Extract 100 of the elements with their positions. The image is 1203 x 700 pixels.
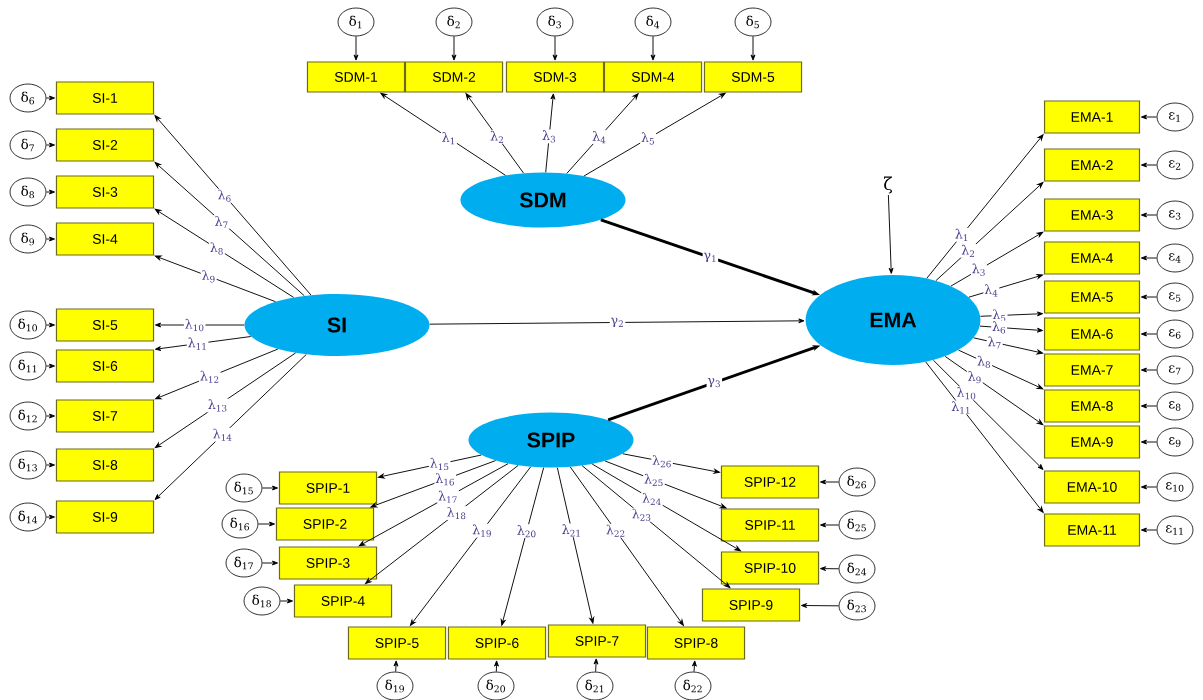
arrow bbox=[950, 231, 1044, 287]
indicator-box: EMA-1 bbox=[1043, 100, 1141, 134]
arrow bbox=[409, 466, 532, 626]
indicator-box: EMA-6 bbox=[1043, 317, 1141, 351]
arrow bbox=[45, 189, 55, 195]
edge-label: λ$_{10}$ bbox=[185, 318, 204, 332]
arrow bbox=[1140, 403, 1158, 409]
arrow bbox=[393, 660, 399, 673]
indicator-box: SI-4 bbox=[55, 222, 155, 256]
edge-label: λ$_{7}$ bbox=[988, 336, 1001, 349]
arrow bbox=[45, 142, 55, 148]
indicator-box: SPIP-12 bbox=[720, 465, 820, 499]
arrow bbox=[45, 462, 55, 468]
indicator-box: EMA-7 bbox=[1043, 353, 1141, 387]
arrow bbox=[154, 162, 305, 297]
edge-label: γ$_{3}$ bbox=[707, 378, 720, 388]
indicator-box: SPIP-5 bbox=[347, 626, 447, 660]
arrow bbox=[45, 322, 55, 328]
edge-label: λ$_{14}$ bbox=[213, 428, 232, 441]
indicator-box: SI-3 bbox=[55, 175, 155, 209]
edge-label: λ$_{10}$ bbox=[957, 387, 976, 400]
arrow bbox=[154, 255, 276, 303]
arrow bbox=[155, 322, 245, 328]
edge-label: λ$_{8}$ bbox=[977, 355, 991, 369]
edge-label: λ$_{6}$ bbox=[218, 189, 231, 202]
edge-label: λ$_{24}$ bbox=[642, 492, 661, 506]
indicator-box: SPIP-2 bbox=[275, 507, 375, 541]
arrow bbox=[377, 454, 482, 479]
indicator-box: SPIP-3 bbox=[278, 546, 378, 580]
indicator-box: SPIP-11 bbox=[720, 508, 820, 542]
arrow bbox=[154, 115, 312, 296]
arrow bbox=[973, 337, 1044, 355]
arrow bbox=[261, 560, 278, 566]
arrow bbox=[465, 93, 524, 174]
arrow bbox=[380, 92, 506, 176]
arrow bbox=[650, 35, 656, 61]
indicator-box: SI-7 bbox=[55, 399, 155, 433]
edge-label: γ$_{2}$ bbox=[611, 317, 623, 328]
edge-label: λ$_{9}$ bbox=[968, 370, 981, 384]
edge-label: λ$_{18}$ bbox=[447, 506, 466, 520]
edge-label: λ$_{6}$ bbox=[992, 321, 1006, 334]
arrow bbox=[154, 352, 296, 449]
indicator-box: SDM-2 bbox=[404, 61, 504, 93]
arrow bbox=[358, 463, 509, 547]
edge-label: λ$_{5}$ bbox=[992, 309, 1006, 322]
edge-label: λ$_{2}$ bbox=[961, 244, 975, 257]
arrow bbox=[1140, 114, 1158, 120]
indicator-box: EMA-2 bbox=[1043, 148, 1141, 182]
arrow bbox=[279, 598, 293, 604]
indicator-box: SI-1 bbox=[55, 81, 155, 115]
edge-label: λ$_{23}$ bbox=[632, 508, 651, 521]
edge-label: λ$_{7}$ bbox=[215, 215, 228, 228]
edge-label: λ$_{26}$ bbox=[652, 455, 671, 468]
arrow bbox=[1140, 527, 1158, 533]
arrow bbox=[500, 467, 545, 626]
edge-label: λ$_{8}$ bbox=[210, 242, 223, 255]
indicator-box: EMA-9 bbox=[1043, 425, 1141, 459]
indicator-box: SDM-5 bbox=[703, 61, 803, 93]
arrow bbox=[556, 467, 595, 624]
arrow bbox=[451, 35, 457, 61]
arrow bbox=[591, 463, 741, 552]
edge-label: γ$_{1}$ bbox=[703, 252, 716, 262]
arrow bbox=[1140, 439, 1158, 445]
edge-label: λ$_{21}$ bbox=[562, 524, 580, 537]
edge-label: λ$_{2}$ bbox=[490, 130, 503, 143]
edge-label: λ$_{13}$ bbox=[208, 399, 227, 412]
arrow bbox=[257, 521, 275, 527]
edge-label: λ$_{22}$ bbox=[606, 524, 625, 537]
arrow bbox=[925, 361, 1044, 513]
arrow bbox=[45, 514, 55, 520]
arrow bbox=[154, 208, 295, 298]
arrow bbox=[261, 485, 278, 491]
edge-label: λ$_{11}$ bbox=[188, 337, 206, 350]
indicator-box: EMA-4 bbox=[1043, 241, 1141, 275]
arrow bbox=[1140, 367, 1158, 373]
arrow bbox=[622, 453, 721, 474]
arrow bbox=[1140, 331, 1158, 337]
edge-label: λ$_{16}$ bbox=[435, 473, 454, 486]
arrow bbox=[552, 35, 558, 61]
edge-label: λ$_{9}$ bbox=[202, 270, 215, 283]
indicator-box: SPIP-7 bbox=[547, 624, 647, 658]
arrow bbox=[1140, 212, 1158, 218]
arrow bbox=[1140, 294, 1158, 300]
indicator-box: EMA-3 bbox=[1043, 198, 1141, 232]
edge-label: λ$_{1}$ bbox=[442, 132, 455, 145]
edge-label: λ$_{5}$ bbox=[641, 132, 654, 145]
indicator-box: EMA-10 bbox=[1043, 470, 1141, 504]
indicator-box: SDM-4 bbox=[603, 61, 703, 93]
arrow bbox=[820, 566, 840, 572]
indicator-box: SPIP-1 bbox=[278, 471, 378, 505]
arrow bbox=[370, 460, 497, 508]
arrow bbox=[593, 658, 599, 673]
arrow bbox=[45, 413, 55, 419]
arrow bbox=[944, 355, 1044, 426]
edge-label: λ$_{15}$ bbox=[430, 457, 449, 471]
arrow bbox=[926, 134, 1044, 279]
arrow bbox=[968, 274, 1044, 298]
arrow bbox=[979, 325, 1044, 333]
arrow bbox=[958, 349, 1044, 390]
indicator-box: SI-5 bbox=[55, 308, 155, 342]
